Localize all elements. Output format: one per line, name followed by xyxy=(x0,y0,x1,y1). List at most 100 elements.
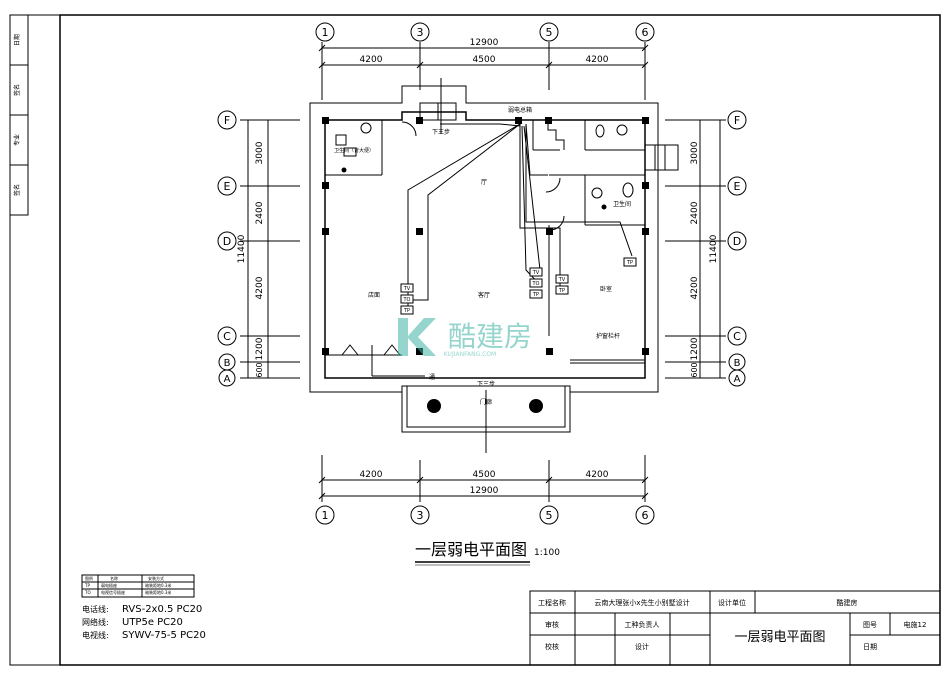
tb-drawing-title: 一层弱电平面图 xyxy=(734,630,825,645)
dim-bottom-seg: 4200 xyxy=(586,470,609,480)
dim-left-seg: 4200 xyxy=(255,276,265,299)
legend-table xyxy=(81,574,195,598)
dim-left-seg: 1200 xyxy=(255,337,265,360)
structural-columns xyxy=(322,117,649,355)
margin-stamp: 日期 签名 专业 签名 xyxy=(9,14,29,216)
dim-bottom-seg: 4200 xyxy=(360,470,383,480)
axis-label: 6 xyxy=(642,26,649,39)
label-entry-step: 门廊 xyxy=(480,398,492,406)
dim-bottom-total: 12900 xyxy=(470,486,499,496)
porch-column xyxy=(427,399,441,413)
axis-label: F xyxy=(224,114,230,127)
cable-note-label: 电话线: xyxy=(82,604,109,614)
bottom-dimensions xyxy=(318,455,649,502)
tb-review-label: 审核 xyxy=(545,620,559,629)
legend-cell: 暗装距地0.3米 xyxy=(145,582,171,588)
axis-label: E xyxy=(224,180,231,193)
room-label-hall: 厅 xyxy=(481,179,487,186)
axis-label: C xyxy=(223,330,231,343)
cable-note-value: RVS-2x0.5 PC20 xyxy=(122,604,202,615)
watermark-url: KUJIANFANG.COM xyxy=(444,351,496,358)
room-label-bath-right: 卫生间 xyxy=(613,200,631,208)
cable-note-value: UTP5e PC20 xyxy=(122,617,183,628)
room-label-living: 客厅 xyxy=(478,291,490,299)
axis-label: E xyxy=(734,180,741,193)
right-axis-bubbles: F E D C B A xyxy=(727,110,747,387)
outlet-tp-label: TP xyxy=(558,288,565,294)
dim-top-seg: 4200 xyxy=(360,55,383,65)
margin-label: 签名 xyxy=(13,84,21,96)
axis-label: 5 xyxy=(546,26,553,39)
legend-cell: 弱电插座 xyxy=(101,582,117,588)
dim-bottom-seg: 4500 xyxy=(473,470,496,480)
axis-label: 3 xyxy=(417,26,424,39)
dim-right-total: 11400 xyxy=(709,234,719,263)
dim-left-seg: 2400 xyxy=(255,201,265,224)
legend-header: 安装方式 xyxy=(148,575,164,581)
tb-project-value: 云南大理张小x先生小别墅设计 xyxy=(594,598,689,607)
drawing-title: 一层弱电平面图 xyxy=(415,540,527,559)
drawing-scale: 1:100 xyxy=(534,548,560,558)
outlet-tv-label: TV xyxy=(403,286,411,292)
label-railing: 护窗栏杆 xyxy=(596,332,620,340)
dim-top-seg: 4500 xyxy=(473,55,496,65)
tb-date-label: 日期 xyxy=(863,643,877,651)
legend-cell: 电视信号插座 xyxy=(101,589,125,595)
dim-left-seg: 3000 xyxy=(255,141,265,164)
legend-header: 图例 xyxy=(85,575,93,581)
weak-current-wiring xyxy=(371,78,633,453)
axis-label: A xyxy=(734,374,741,385)
legend-cell: 暗装距地0.3米 xyxy=(145,589,171,595)
room-label-shop: 店面 xyxy=(368,291,380,299)
room-label-bath-left: 卫生间（背大便） xyxy=(334,147,374,154)
right-dimensions xyxy=(665,119,726,379)
margin-label: 专业 xyxy=(13,134,21,146)
axis-label: 3 xyxy=(417,509,424,522)
axis-label: 1 xyxy=(322,26,329,39)
tb-design-unit-label: 设计单位 xyxy=(718,598,746,607)
margin-label: 日期 xyxy=(13,34,21,46)
cable-note-label: 电视线: xyxy=(82,630,109,640)
label-weak-box: 弱电总箱 xyxy=(508,106,532,114)
dim-right-seg: 4200 xyxy=(690,276,700,299)
tb-project-label: 工程名称 xyxy=(538,598,566,607)
tb-design-unit-value: 酷建房 xyxy=(837,598,858,607)
legend-cell: TO xyxy=(84,590,91,595)
dim-top-seg: 4200 xyxy=(586,55,609,65)
outlet-to-label: TO xyxy=(403,297,411,303)
tb-design-label: 设计 xyxy=(635,642,649,651)
outlet-tv-label: TV xyxy=(558,277,566,283)
outlet-boxes xyxy=(343,147,637,315)
margin-label: 签名 xyxy=(13,184,21,196)
axis-label: B xyxy=(224,358,231,369)
axis-label: B xyxy=(734,358,741,369)
tb-drawing-no-value: 电施12 xyxy=(904,620,927,629)
room-label-bedroom: 卧室 xyxy=(600,285,612,293)
dim-right-seg: 2400 xyxy=(690,201,700,224)
legend-header: 名称 xyxy=(110,575,118,581)
left-axis-bubbles: F E D C B A xyxy=(217,110,237,387)
sanitary-fixtures xyxy=(335,122,634,210)
watermark: 酷建房 KUJIANFANG.COM xyxy=(398,318,532,358)
top-dimensions xyxy=(318,42,649,100)
top-axis-bubbles: 1 3 5 6 xyxy=(315,22,655,42)
sheet-inner-border xyxy=(59,14,941,666)
legend-cell: TP xyxy=(84,583,90,588)
title-block xyxy=(529,590,941,666)
axis-label: 6 xyxy=(642,509,649,522)
dim-top-total: 12900 xyxy=(470,38,499,48)
dim-right-seg: 600 xyxy=(690,362,699,377)
cable-note-value: SYWV-75-5 PC20 xyxy=(122,630,206,641)
watermark-brand: 酷建房 xyxy=(448,320,532,353)
axis-label: A xyxy=(224,374,231,385)
outlet-tp-label: TP xyxy=(403,308,410,314)
dim-right-seg: 3000 xyxy=(690,141,700,164)
tb-drawing-no-label: 图号 xyxy=(863,621,877,629)
label-pass: 通 xyxy=(429,373,435,381)
label-down-three-top: 下三步 xyxy=(432,128,450,136)
outlet-tv-label: TV xyxy=(532,270,540,276)
tb-chief-label: 工种负责人 xyxy=(625,620,660,629)
building-walls xyxy=(309,85,679,433)
axis-label: 5 xyxy=(546,509,553,522)
